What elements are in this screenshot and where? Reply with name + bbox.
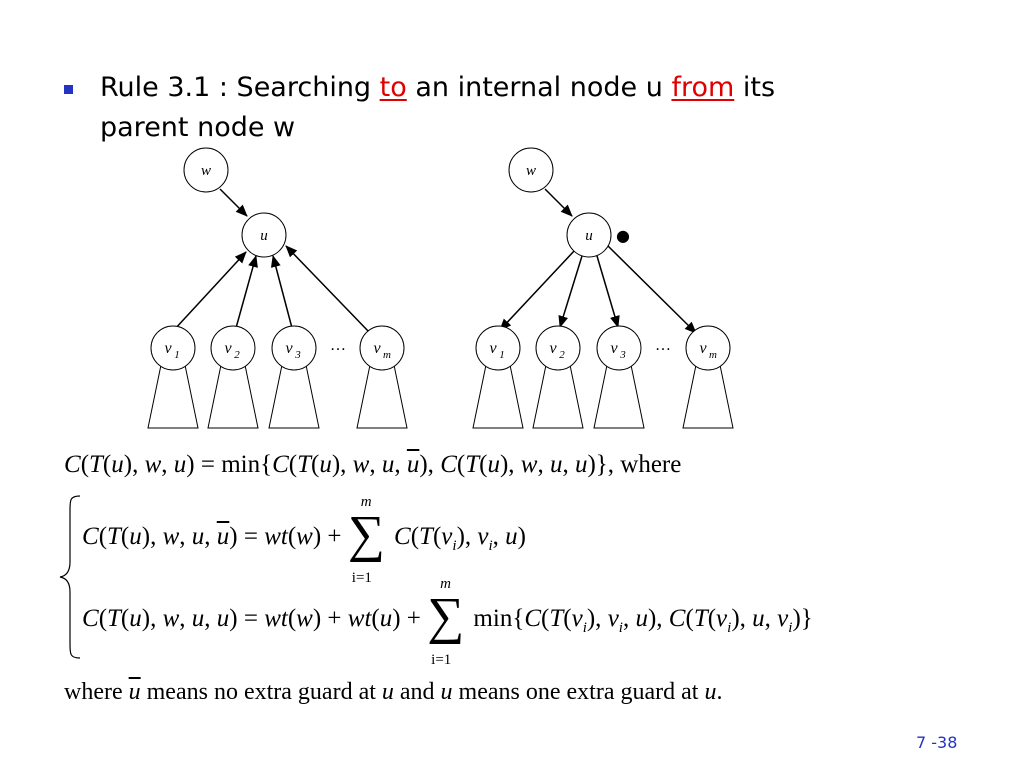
title-from: from [671, 72, 735, 103]
bullet-marker [64, 85, 73, 94]
right-ellipsis: … [655, 337, 671, 354]
guard-marker-icon: ● [616, 226, 630, 245]
right-node-v1 [475, 325, 521, 371]
title-line2: parent node w [100, 112, 296, 143]
title-prefix: Rule 3.1 : Searching [100, 72, 380, 103]
right-node-v3 [596, 325, 642, 371]
right-edge-u-v1 [499, 249, 576, 331]
right-node-vm-label: v [699, 340, 707, 357]
right-subtree-2 [532, 364, 584, 429]
right-subtree-1 [472, 364, 524, 429]
left-edge-v2-u [235, 255, 258, 329]
right-node-v2 [535, 325, 581, 371]
left-node-v3 [271, 325, 317, 371]
right-node-v3-sub: 3 [619, 349, 626, 361]
left-node-vm [359, 325, 405, 371]
title-suffix: its [734, 72, 776, 103]
right-node-v1-label: v [489, 340, 497, 357]
right-node-w-label: w [526, 163, 536, 179]
right-node-v2-sub: 2 [559, 349, 565, 361]
left-node-vm-sub: m [383, 349, 391, 361]
title-to: to [379, 72, 407, 103]
left-subtree-m [356, 364, 408, 429]
right-node-u-label: u [585, 228, 593, 244]
right-node-v1-sub: 1 [499, 349, 505, 361]
right-edge-u-v2 [558, 255, 583, 328]
left-subtree-1 [147, 364, 199, 429]
left-node-v2-sub: 2 [234, 349, 240, 361]
left-node-w-label: w [201, 163, 211, 179]
right-node-u [566, 212, 612, 258]
left-node-v1-label: v [164, 340, 172, 357]
right-subtree-3 [593, 364, 645, 429]
right-edge-u-vm [607, 245, 697, 334]
left-subtree-2 [207, 364, 259, 429]
right-node-v3-label: v [610, 340, 618, 357]
left-node-v3-label: v [285, 340, 293, 357]
right-edge-w-u [544, 188, 573, 217]
right-node-vm [685, 325, 731, 371]
left-node-u [241, 212, 287, 258]
right-edge-u-v3 [596, 255, 620, 328]
left-node-v1 [150, 325, 196, 371]
left-node-v2-label: v [224, 340, 232, 357]
left-node-vm-label: v [373, 340, 381, 357]
equation-1: C(T(u), w, u) = min{C(T(u), w, u, u), C(… [64, 451, 682, 478]
right-node-w [508, 147, 554, 193]
bullet-text: Rule 3.1 : Searching to an internal node… [100, 68, 900, 148]
right-subtree-m [682, 364, 734, 429]
page-number: 7 -38 [916, 733, 958, 752]
left-ellipsis: … [330, 337, 346, 354]
right-node-v2-label: v [549, 340, 557, 357]
right-node-vm-sub: m [709, 349, 717, 361]
left-edge-vm-u [285, 245, 371, 334]
right-tree: w u ● v 1 v 2 v 3 … v m [472, 147, 734, 429]
left-node-v1-sub: 1 [174, 349, 180, 361]
where-note: where u means no extra guard at u and u … [64, 679, 723, 705]
left-node-u-label: u [260, 228, 268, 244]
left-node-w [183, 147, 229, 193]
left-tree: w u v 1 v 2 v 3 … v m [147, 147, 408, 429]
left-node-v3-sub: 3 [294, 349, 301, 361]
left-node-v2 [210, 325, 256, 371]
left-edge-v3-u [270, 255, 293, 329]
left-edge-v1-u [173, 251, 247, 331]
left-edge-w-u [219, 188, 248, 217]
title-middle: an internal node u [406, 72, 672, 103]
left-subtree-3 [268, 364, 320, 429]
cases-brace [59, 495, 81, 659]
